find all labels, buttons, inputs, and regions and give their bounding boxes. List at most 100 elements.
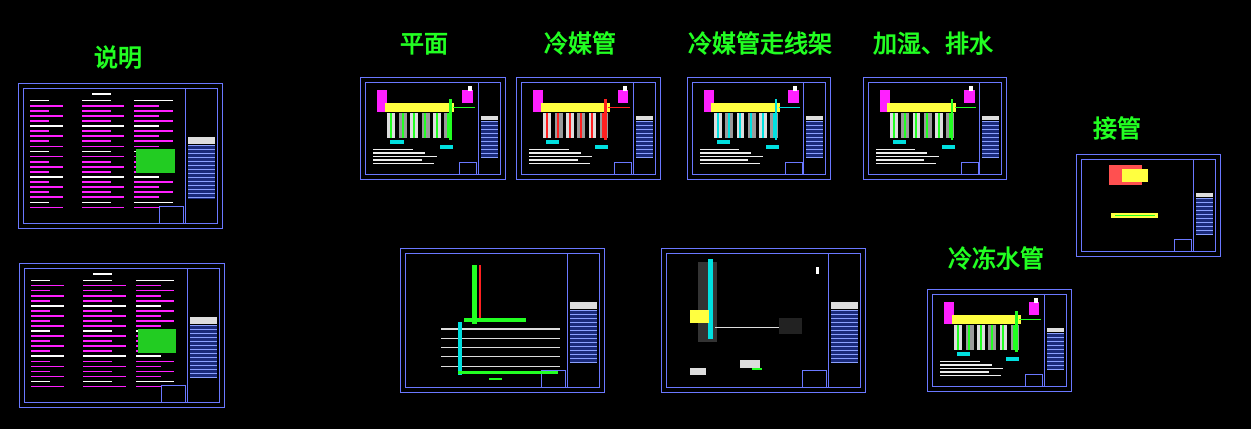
- drawing-frame: [405, 253, 600, 388]
- notes-table: [135, 149, 175, 174]
- north-arrow: [467, 85, 472, 92]
- notes-line: [29, 150, 50, 153]
- notes-line: [83, 309, 113, 312]
- stamp-box: [1025, 374, 1044, 386]
- note-line: [939, 364, 992, 366]
- note-line: [372, 155, 437, 158]
- title-block: [477, 83, 500, 174]
- notes-line: [30, 350, 51, 353]
- notes-line: [30, 320, 51, 322]
- notes-line: [29, 120, 50, 122]
- title-block: [632, 83, 655, 174]
- pipe: [954, 106, 976, 109]
- notes-line: [135, 309, 175, 312]
- notes-line: [29, 181, 50, 183]
- pipe: [579, 113, 582, 139]
- notes-line: [135, 355, 161, 358]
- notes-line: [135, 304, 161, 307]
- stamp-box: [1174, 239, 1193, 251]
- note-line: [939, 360, 980, 362]
- floor-line: [440, 356, 561, 358]
- pipe: [903, 113, 906, 139]
- title-block: [802, 83, 825, 174]
- notes-line: [134, 104, 160, 107]
- note-line: [699, 159, 749, 161]
- sheet-refrigerant-tray[interactable]: [687, 77, 831, 180]
- pipe: [1019, 318, 1041, 321]
- pipe: [950, 99, 954, 141]
- caption: [488, 377, 503, 380]
- sheet-section[interactable]: [661, 248, 866, 393]
- label-humidify-drain: 加湿、排水: [873, 29, 993, 58]
- pipe: [412, 113, 415, 139]
- sheet-connection[interactable]: [1076, 154, 1221, 257]
- riser-pipe: [479, 264, 482, 318]
- notes-line: [135, 360, 175, 363]
- equipment: [376, 90, 388, 113]
- notes-line: [30, 340, 51, 342]
- notes-line: [134, 206, 160, 209]
- notes-line: [83, 385, 126, 388]
- notes-line: [135, 370, 175, 373]
- label-box: [545, 140, 560, 144]
- notes-line: [30, 355, 64, 358]
- notes-line: [81, 165, 125, 168]
- notes-line: [81, 196, 125, 199]
- notes-line: [135, 325, 161, 327]
- notes-line: [29, 191, 50, 194]
- notes-line: [30, 294, 64, 297]
- label-chilled-water: 冷冻水管: [948, 244, 1044, 273]
- notes-line: [30, 370, 51, 373]
- notes-line: [30, 380, 51, 383]
- sheet-riser[interactable]: [400, 248, 605, 393]
- notes-table: [137, 328, 177, 353]
- notes-line: [81, 120, 111, 122]
- notes-line: [81, 104, 125, 107]
- detail: [740, 360, 760, 369]
- notes-line: [83, 315, 126, 317]
- pipe: [968, 325, 971, 351]
- sheet-plan[interactable]: [360, 77, 506, 180]
- drawing-frame: [1081, 159, 1216, 252]
- stamp-box: [960, 162, 979, 174]
- drawing-frame: [24, 268, 220, 403]
- notes-line: [81, 160, 111, 163]
- notes-line: [81, 176, 125, 178]
- notes-line: [81, 155, 125, 158]
- sheet-notes-1[interactable]: [18, 83, 223, 229]
- label-notes: 说明: [94, 43, 142, 72]
- notes-line: [81, 186, 125, 189]
- sheet-notes-2[interactable]: [19, 263, 225, 408]
- riser-pipe: [471, 264, 478, 325]
- title-block: [185, 89, 217, 223]
- notes-line: [134, 196, 160, 199]
- note-line: [372, 159, 423, 161]
- pipe: [937, 113, 940, 139]
- notes-title: [92, 272, 113, 275]
- title-block: [828, 254, 860, 387]
- sheet-chilled-water[interactable]: [927, 289, 1072, 392]
- notes-line: [135, 365, 161, 368]
- notes-line: [83, 330, 113, 332]
- notes-line: [29, 145, 63, 148]
- notes-line: [83, 284, 126, 287]
- notes-line: [134, 145, 160, 148]
- sheet-humidify-drain[interactable]: [863, 77, 1007, 180]
- pipe: [447, 113, 450, 139]
- pipe: [926, 113, 929, 139]
- sheet-refrigerant-pipe[interactable]: [516, 77, 661, 180]
- notes-line: [134, 201, 173, 204]
- drawing-frame: [692, 82, 826, 175]
- notes-line: [30, 289, 51, 292]
- notes-line: [83, 299, 113, 302]
- notes-line: [30, 375, 64, 378]
- equipment: [532, 90, 544, 113]
- rack-row: [384, 103, 455, 113]
- notes-line: [81, 114, 125, 117]
- notes-line: [134, 120, 173, 122]
- notes-line: [29, 130, 50, 132]
- notes-line: [30, 365, 64, 368]
- rack-row: [711, 103, 781, 113]
- notes-line: [83, 375, 126, 378]
